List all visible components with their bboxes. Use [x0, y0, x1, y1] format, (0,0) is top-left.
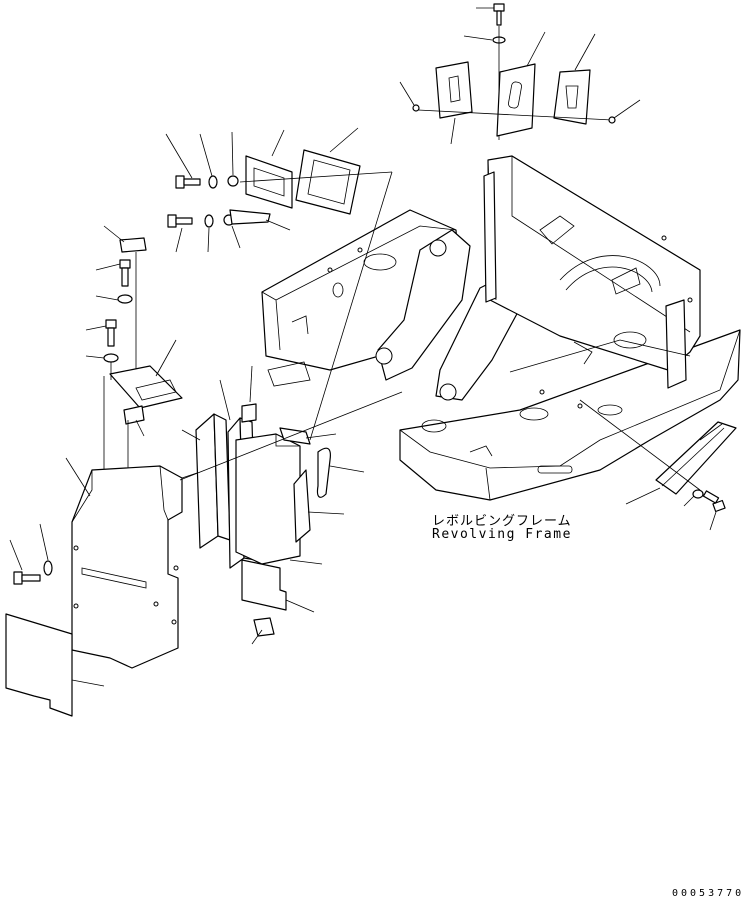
bolt — [175, 175, 201, 189]
left-stack — [85, 225, 183, 470]
bolt — [119, 259, 131, 287]
top-plates-group — [399, 3, 641, 145]
grille-plate — [245, 155, 293, 209]
frame-caption-english: Revolving Frame — [432, 527, 572, 542]
bolt — [167, 214, 193, 228]
bolt — [13, 571, 41, 585]
bolt — [702, 490, 726, 513]
pad-small — [241, 403, 257, 423]
drawing-number: 00053770 — [672, 888, 745, 899]
clip — [119, 237, 147, 253]
upper-left-parts — [165, 127, 393, 253]
insulation-pieces — [181, 365, 365, 645]
washer — [692, 489, 704, 499]
bolt — [493, 3, 505, 26]
right-step-parts — [579, 399, 737, 531]
floor-panel — [5, 613, 73, 717]
frame-caption-japanese: レボルビングフレーム — [432, 514, 572, 529]
cover-plate — [109, 365, 183, 409]
plate-right — [553, 69, 591, 125]
washer — [208, 175, 218, 189]
grille-frame — [295, 149, 361, 215]
side-cover-box — [65, 457, 201, 669]
plate-middle — [496, 63, 536, 137]
revolving-frame — [261, 155, 741, 501]
block — [123, 405, 145, 425]
bracket-plate — [229, 209, 271, 225]
bolt — [105, 319, 117, 347]
washer — [43, 560, 53, 576]
plate-left — [435, 61, 473, 119]
